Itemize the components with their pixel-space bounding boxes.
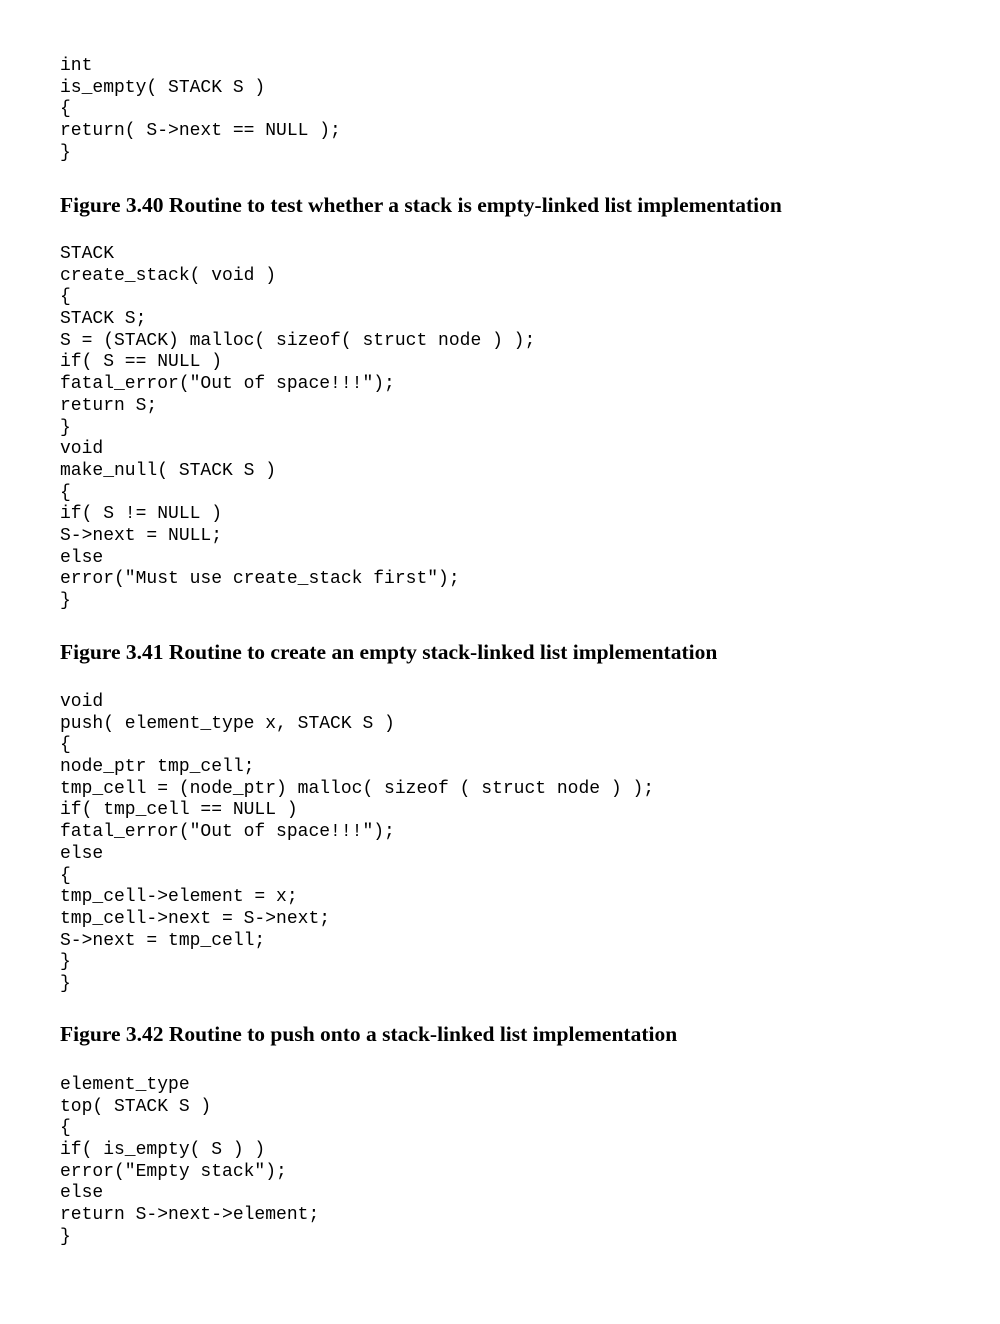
code-line: } [60,973,71,994]
code-line: top( STACK S ) [60,1096,212,1117]
code-line: } [60,952,71,973]
code-line: STACK S; [60,309,147,330]
code-line: if( S != NULL ) [60,504,223,525]
code-line: return S; [60,395,158,416]
code-line: tmp_cell->element = x; [60,887,298,908]
code-line: push( element_type x, STACK S ) [60,713,395,734]
code-line: } [60,142,71,163]
code-line: } [60,1226,71,1247]
code-line: { [60,482,71,503]
code-line: { [60,287,71,308]
code-line: else [60,547,104,568]
code-line: fatal_error("Out of space!!!"); [60,374,395,395]
code-line: S->next = tmp_cell; [60,930,266,951]
code-line: tmp_cell->next = S->next; [60,908,331,929]
figure-caption-3-41: Figure 3.41 Routine to create an empty s… [60,640,718,664]
code-line: { [60,99,71,120]
code-line: if( S == NULL ) [60,352,223,373]
code-line: { [60,735,71,756]
code-line: { [60,865,71,886]
code-line: void [60,692,104,712]
figure-caption-3-42: Figure 3.42 Routine to push onto a stack… [60,1022,678,1046]
code-line: is_empty( STACK S ) [60,77,266,98]
code-line: tmp_cell = (node_ptr) malloc( sizeof ( s… [60,778,655,799]
code-line: return S->next->element; [60,1205,320,1226]
code-line: S->next = NULL; [60,525,223,546]
code-line: } [60,591,71,611]
code-line: { [60,1118,71,1139]
figure-caption-3-40: Figure 3.40 Routine to test whether a st… [60,193,782,217]
code-line: if( tmp_cell == NULL ) [60,800,298,821]
code-line: else [60,843,104,864]
code-line: } [60,417,71,438]
code-line: STACK [60,244,115,264]
code-line: int [60,56,93,76]
code-line: error("Empty stack"); [60,1161,287,1182]
code-line: S = (STACK) malloc( sizeof( struct node … [60,330,536,351]
code-line: error("Must use create_stack first"); [60,569,460,590]
code-line: else [60,1183,104,1204]
code-line: make_null( STACK S ) [60,460,277,481]
code-line: fatal_error("Out of space!!!"); [60,822,395,843]
code-line: create_stack( void ) [60,265,277,286]
code-line: node_ptr tmp_cell; [60,757,255,778]
code-line: if( is_empty( S ) ) [60,1140,266,1161]
code-line: element_type [60,1075,190,1095]
code-line: return( S->next == NULL ); [60,121,341,142]
code-line: void [60,439,104,460]
